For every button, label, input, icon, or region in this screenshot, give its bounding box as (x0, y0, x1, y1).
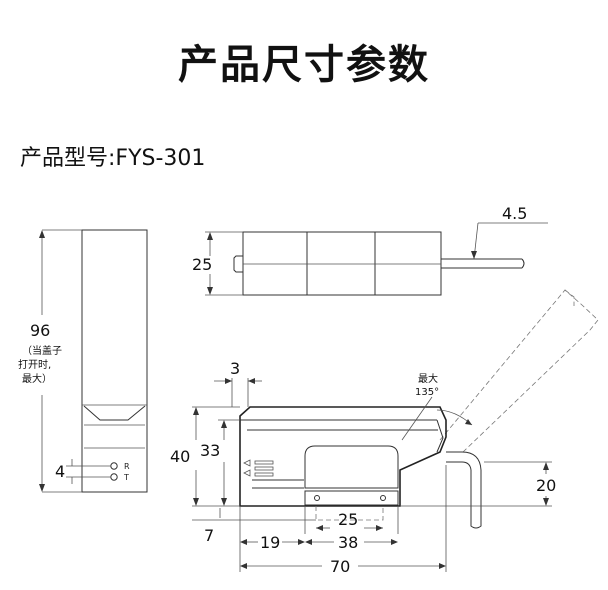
dim-4: 4 (55, 462, 65, 481)
dim-20: 20 (536, 476, 556, 495)
dim-96-note-2: 打开时, (18, 358, 51, 371)
top-view-tab (233, 255, 243, 273)
dim-96-note-3: 最大） (22, 372, 52, 385)
dim-96-note-1: （当盖子 (22, 344, 62, 357)
dim-33: 33 (200, 441, 220, 460)
dim-3: 3 (230, 359, 240, 378)
bottom-rail (304, 490, 399, 506)
model-label: 产品型号:FYS-301 (20, 146, 206, 171)
mount-hole-left-icon (314, 495, 320, 501)
dim-25-height: 25 (192, 255, 212, 274)
dim-40: 40 (170, 447, 190, 466)
top-view-cable (441, 258, 525, 269)
indicator-r-label: R (124, 462, 130, 471)
front-view-body (239, 406, 447, 507)
dim-25-width: 25 (338, 510, 358, 529)
side-view-notch (83, 405, 146, 421)
side-view-body (81, 229, 148, 493)
dim-7: 7 (204, 526, 214, 545)
mount-hole-right-icon (380, 495, 386, 501)
angle-max-label: 最大 (418, 372, 438, 385)
front-view: 最大 135° 3 40 33 7 25 (170, 289, 599, 576)
dim-19: 19 (260, 533, 280, 552)
page-title: 产品尺寸参数 (178, 42, 430, 88)
top-view-body (242, 231, 442, 296)
dim-38: 38 (338, 533, 358, 552)
side-view: R T 96 （当盖子 打开时, 最大） 4 (18, 229, 148, 493)
open-lid-outline (439, 289, 599, 453)
indicator-t-label: T (123, 473, 129, 482)
indicator-t-icon (110, 473, 118, 481)
top-view: 4.5 25 (192, 204, 548, 296)
dim-70: 70 (330, 557, 350, 576)
front-view-cable (446, 451, 482, 529)
angle-value-label: 135° (415, 387, 439, 398)
dim-96: 96 (30, 321, 50, 340)
dim-4-5: 4.5 (502, 204, 527, 223)
indicator-r-icon (110, 462, 118, 470)
display-window (304, 445, 399, 489)
